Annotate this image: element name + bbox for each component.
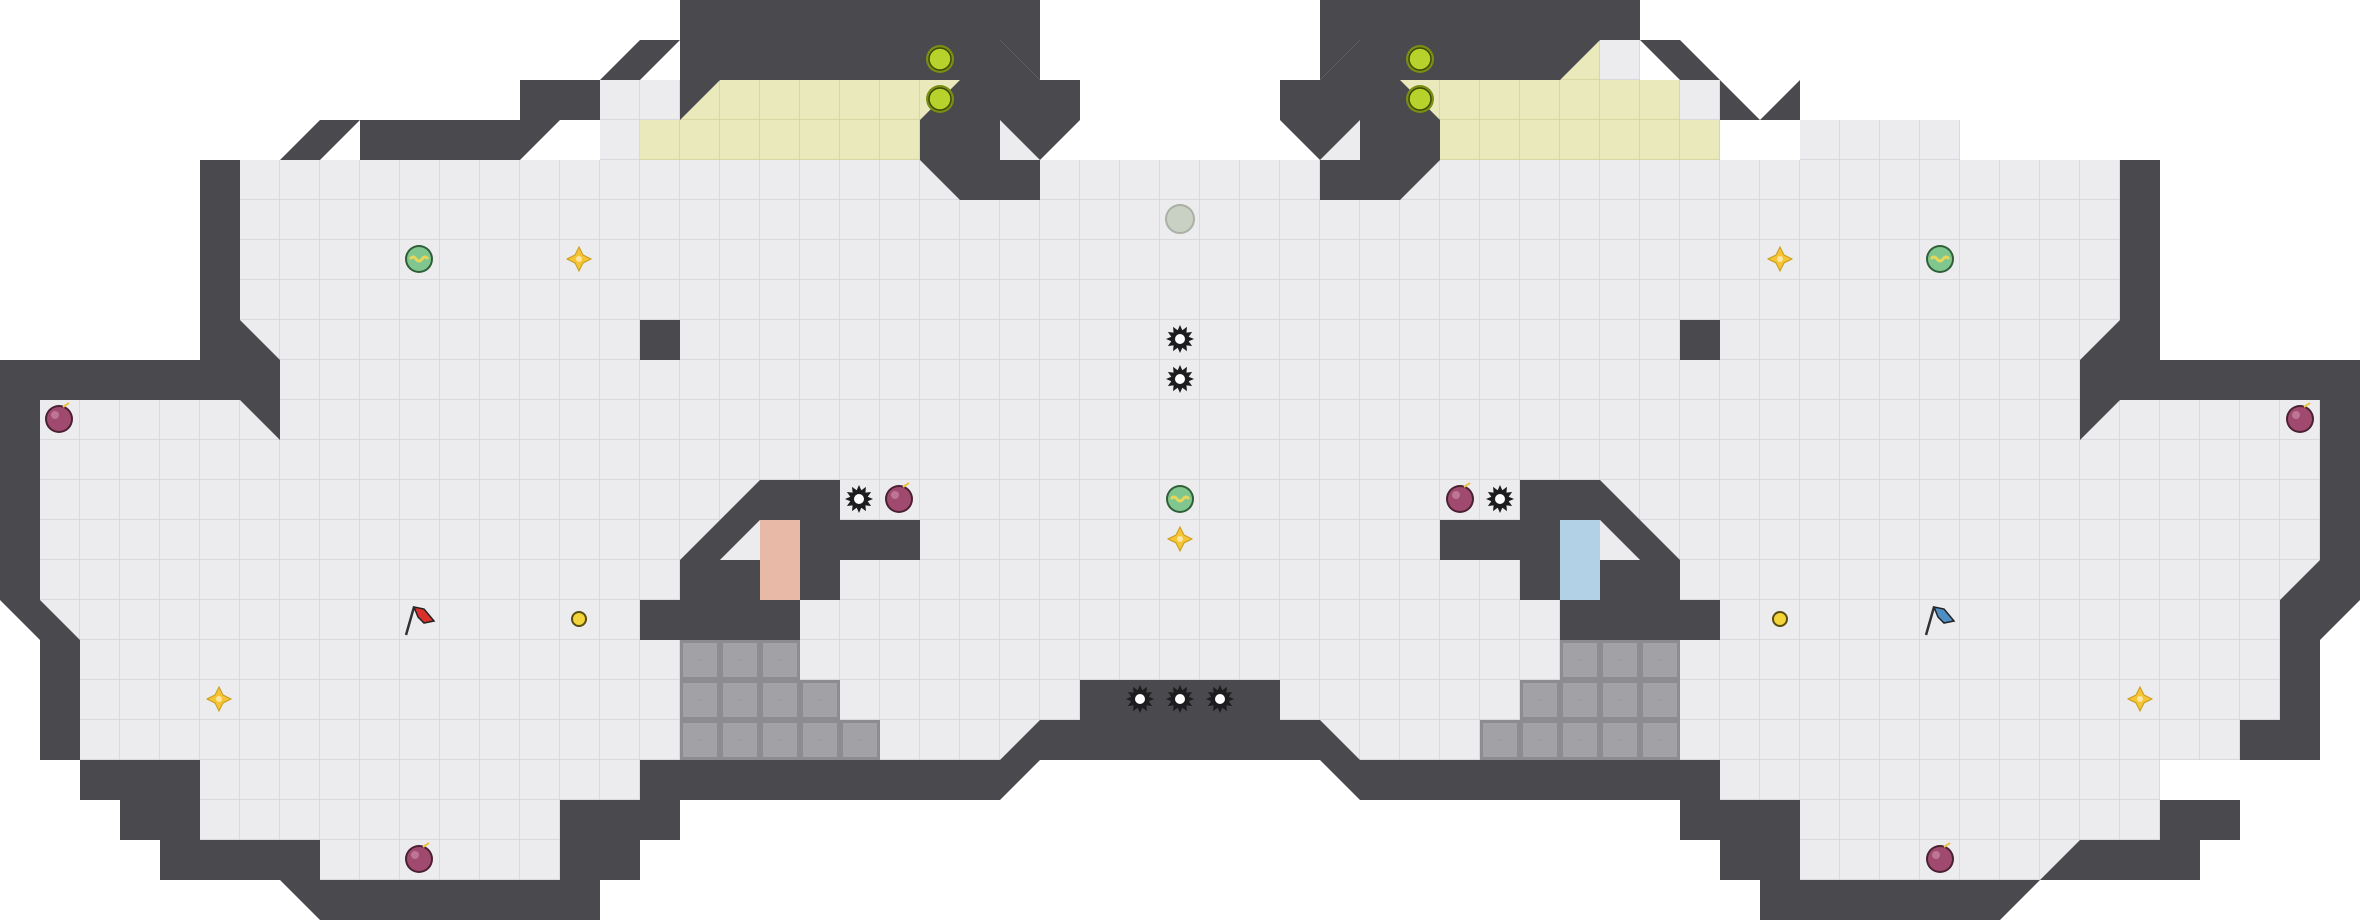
boost-icon [2126, 685, 2154, 713]
button-icon [571, 611, 587, 627]
spike-icon [1166, 365, 1194, 393]
portal-icon [1406, 85, 1434, 113]
portal-icon [926, 45, 954, 73]
red-flag-icon [404, 605, 436, 636]
spike-icon [1166, 325, 1194, 353]
jukejuice-icon [1926, 245, 1954, 273]
jukejuice-icon [1166, 485, 1194, 513]
bomb-icon [2286, 402, 2314, 433]
bomb-icon [405, 842, 433, 873]
bomb-icon [1926, 842, 1954, 873]
boost-icon [1766, 245, 1794, 273]
portal-icon [926, 85, 954, 113]
boost-icon [1166, 525, 1194, 553]
blue-flag-icon [1924, 605, 1956, 636]
floor [40, 40, 2320, 880]
bomb-icon [45, 402, 73, 433]
boost-icon [205, 685, 233, 713]
spike-icon [1126, 685, 1154, 713]
spike-icon [1486, 485, 1514, 513]
bomb-icon [885, 482, 913, 513]
bomb-icon [1446, 482, 1474, 513]
inner-walls [640, 40, 1720, 760]
gate-right [1480, 640, 1680, 760]
jukejuice-icon [405, 245, 433, 273]
spike-icon [845, 485, 873, 513]
gate-left [680, 640, 880, 760]
portal-icon [1406, 45, 1434, 73]
spike-icon [1166, 685, 1194, 713]
boost-icon [565, 245, 593, 273]
button-icon [1772, 611, 1788, 627]
spike-icon [1206, 685, 1234, 713]
inactive-portal-icon [1165, 204, 1195, 234]
